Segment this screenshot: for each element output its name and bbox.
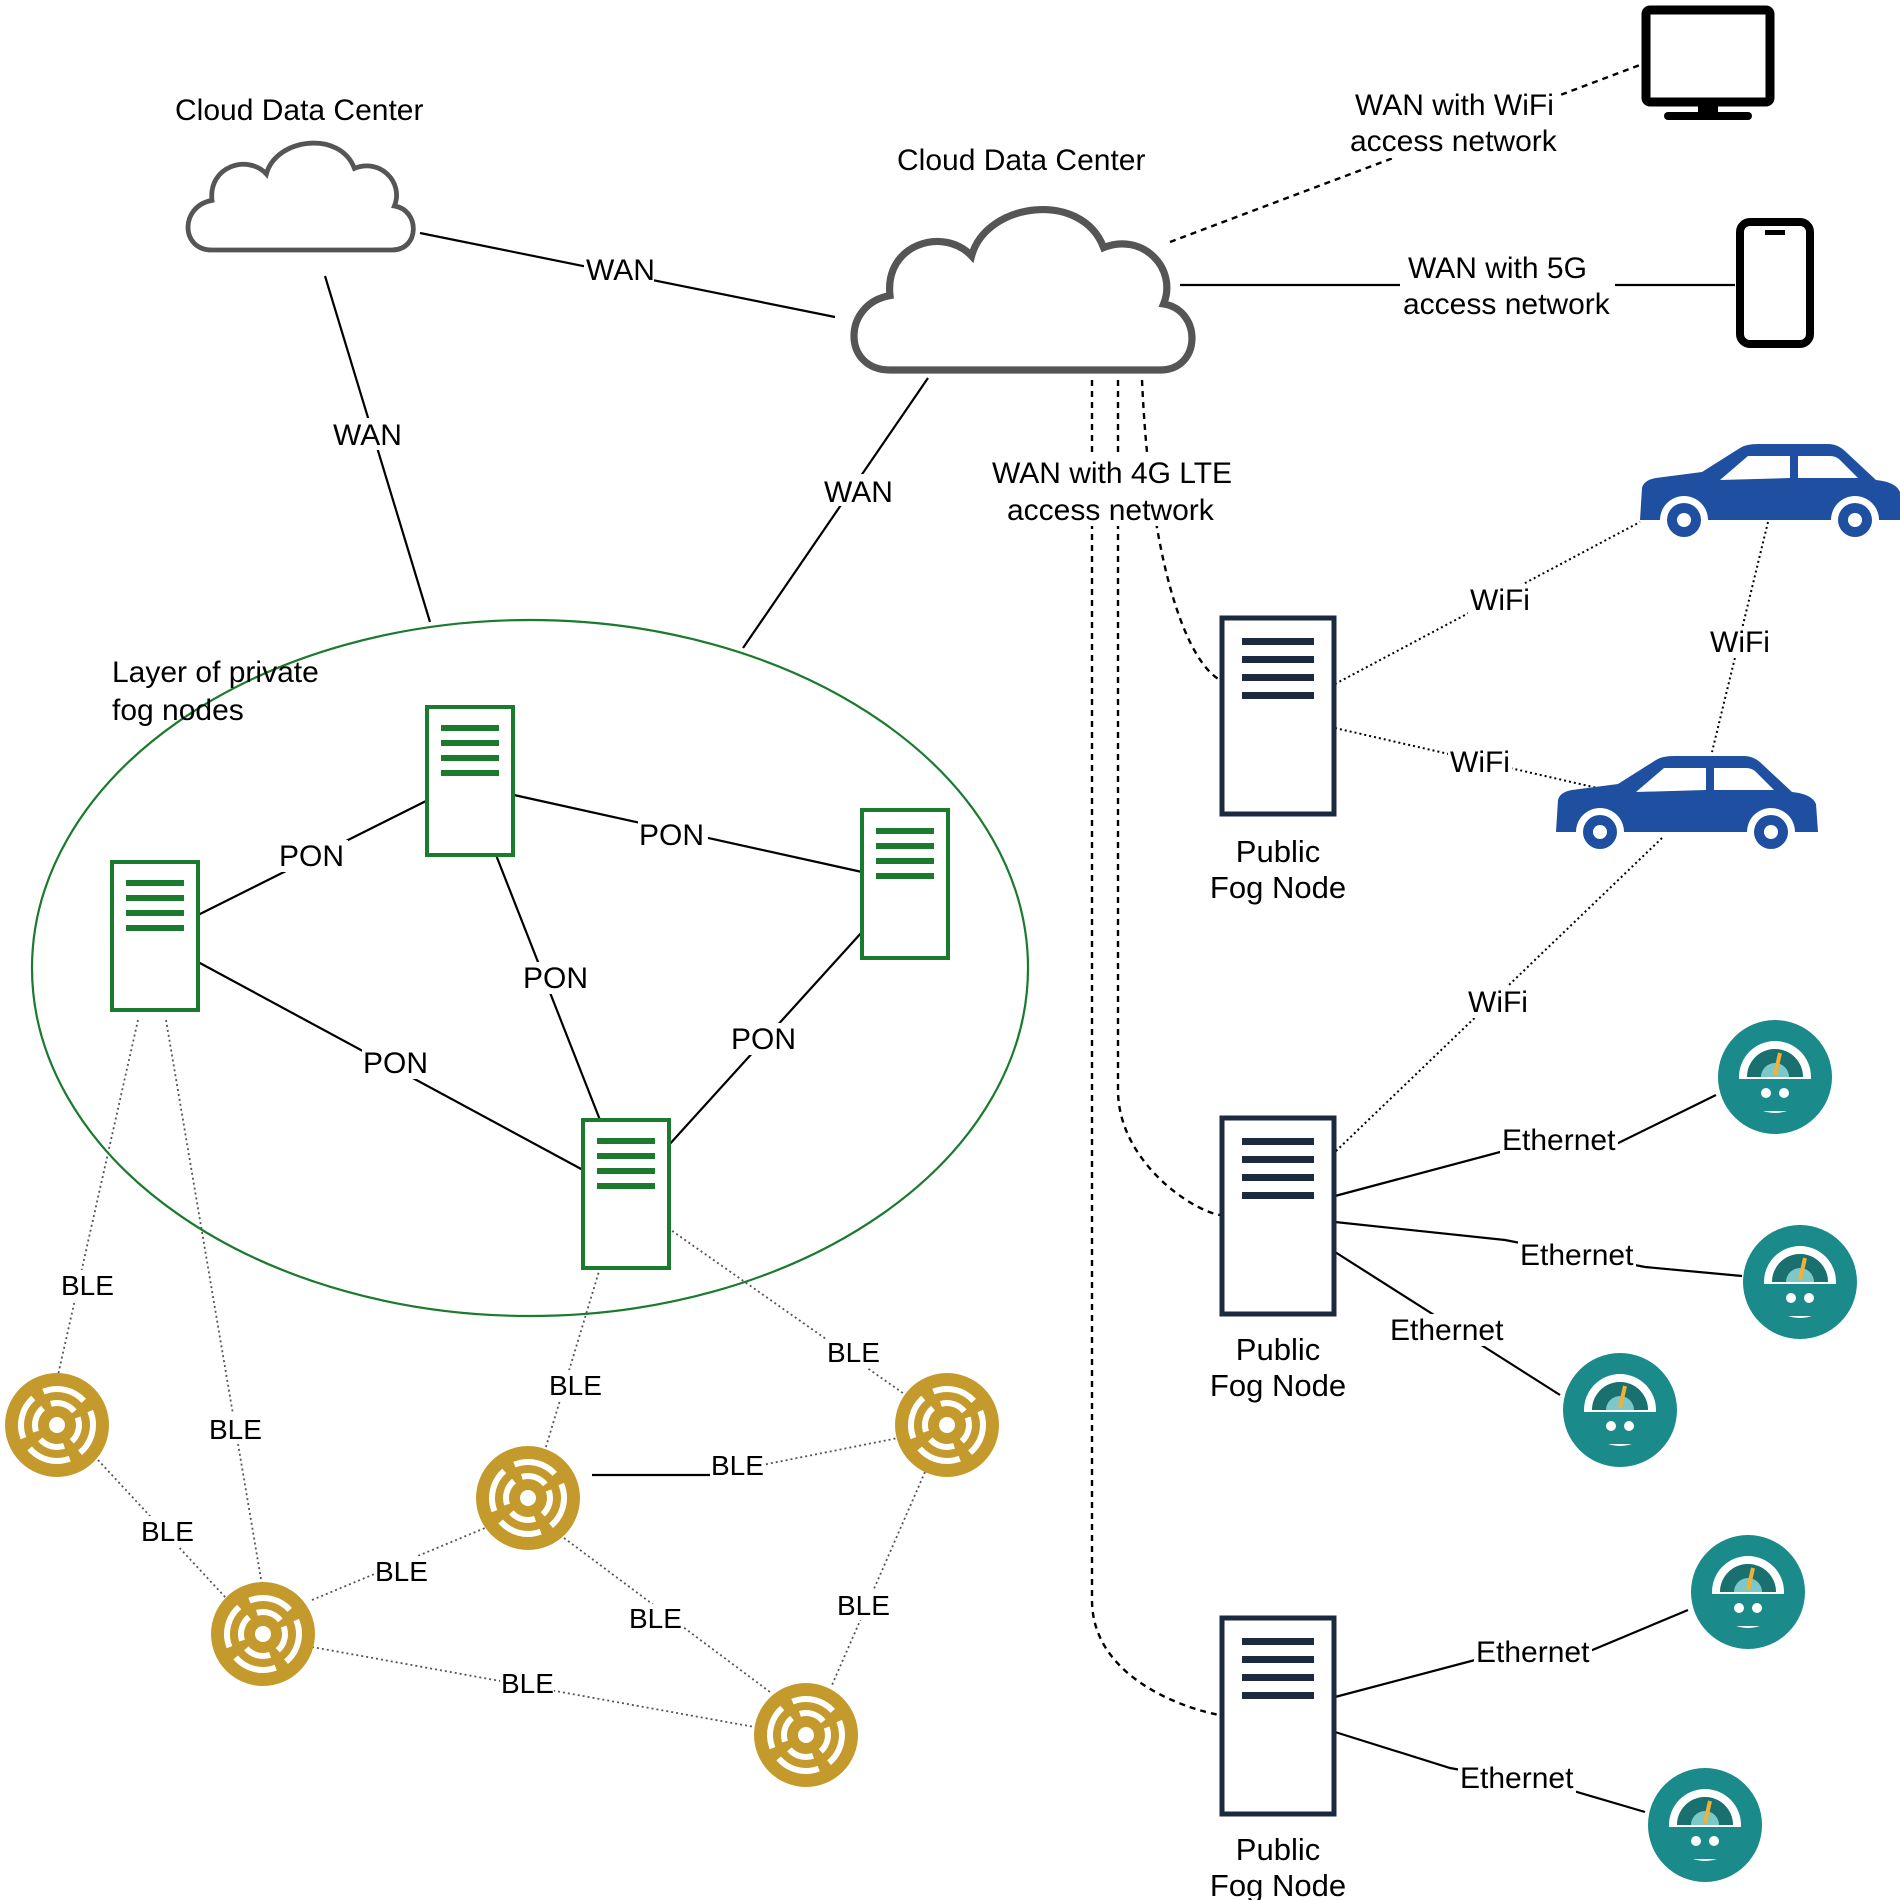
ble-link-3: [97, 1459, 227, 1599]
lte-access-label: access network: [1007, 494, 1215, 527]
public-fog-node-label: Public: [1236, 834, 1320, 869]
public-fog-node-label: Fog Node: [1210, 1368, 1346, 1403]
public-fog-node-server-icon[interactable]: [1222, 1618, 1334, 1814]
wifi-label: WiFi: [1470, 584, 1530, 617]
public-fog-node-server-icon[interactable]: [1222, 618, 1334, 814]
pon-label: PON: [731, 1023, 796, 1056]
ethernet-label: Ethernet: [1520, 1239, 1634, 1272]
private-fog-node-server-icon[interactable]: [860, 808, 950, 960]
cloud-icon[interactable]: [854, 210, 1192, 370]
ble-label: BLE: [837, 1590, 890, 1621]
private-fog-node-server-icon[interactable]: [110, 860, 200, 1012]
monitor-icon[interactable]: [1641, 5, 1775, 120]
smartphone-icon[interactable]: [1736, 218, 1814, 348]
public-fog-node-server-icon[interactable]: [1222, 1118, 1334, 1314]
lte-access-label: WAN with 4G LTE: [992, 457, 1232, 490]
fiveg-access-label: WAN with 5G: [1408, 252, 1587, 285]
cloud-data-center-label: Cloud Data Center: [175, 94, 423, 127]
gauge-sensor-icon[interactable]: [1561, 1351, 1679, 1469]
public-fog-node-label: Fog Node: [1210, 870, 1346, 905]
ble-beacon-icon[interactable]: [754, 1683, 858, 1787]
pon-label: PON: [363, 1047, 428, 1080]
gauge-sensor-icon[interactable]: [1689, 1533, 1807, 1651]
wifi-access-label: WAN with WiFi: [1355, 89, 1554, 122]
gauge-sensor-icon[interactable]: [1646, 1766, 1764, 1884]
wifi-access-label: access network: [1350, 125, 1558, 158]
ble-label: BLE: [209, 1414, 262, 1445]
ble-label: BLE: [61, 1270, 114, 1301]
ble-link-2: [165, 1019, 263, 1586]
public-fog-node-label: Public: [1236, 1332, 1320, 1367]
public-fog-node-label: Fog Node: [1210, 1868, 1346, 1900]
ble-label: BLE: [141, 1516, 194, 1547]
private-fog-node-server-icon[interactable]: [425, 705, 515, 857]
ble-beacon-icon[interactable]: [895, 1373, 999, 1477]
ble-beacon-icon[interactable]: [5, 1373, 109, 1477]
ethernet-label: Ethernet: [1390, 1314, 1504, 1347]
wan-label: WAN: [586, 254, 655, 287]
pon-label: PON: [523, 962, 588, 995]
ethernet-label: Ethernet: [1502, 1124, 1616, 1157]
wifi-label: WiFi: [1450, 746, 1510, 779]
ble-link-4: [544, 1267, 601, 1451]
lte-link-node3: [1090, 380, 1221, 1717]
ethernet-label: Ethernet: [1460, 1762, 1574, 1795]
gauge-sensor-icon[interactable]: [1741, 1223, 1859, 1341]
ble-label: BLE: [629, 1603, 682, 1634]
gauge-sensor-icon[interactable]: [1716, 1018, 1834, 1136]
wan-label: WAN: [824, 476, 893, 509]
ethernet-label: Ethernet: [1476, 1636, 1590, 1669]
wifi-label: WiFi: [1468, 986, 1528, 1019]
wan-link-right-cloud-to-layer: [742, 377, 929, 649]
lte-link-node1: [1140, 379, 1221, 682]
private-fog-layer-label: Layer of private: [112, 656, 319, 689]
ble-label: BLE: [711, 1450, 764, 1481]
wan-label: WAN: [333, 419, 402, 452]
car-icon[interactable]: [1640, 444, 1900, 544]
ble-link-9: [831, 1471, 926, 1686]
pon-label: PON: [279, 840, 344, 873]
public-fog-node-label: Public: [1236, 1832, 1320, 1867]
cloud-data-center-label: Cloud Data Center: [897, 144, 1145, 177]
wifi-label: WiFi: [1710, 626, 1770, 659]
ble-label: BLE: [549, 1370, 602, 1401]
wifi-access-link: [1169, 63, 1641, 244]
ble-link-5: [667, 1227, 911, 1399]
ble-label: BLE: [375, 1556, 428, 1587]
pon-label: PON: [639, 819, 704, 852]
private-fog-layer-label-2: fog nodes: [112, 694, 244, 727]
private-fog-layer-boundary: [30, 618, 1030, 1318]
fiveg-access-label: access network: [1403, 288, 1611, 321]
ble-link-7: [311, 1527, 486, 1601]
ble-beacon-icon[interactable]: [211, 1582, 315, 1686]
ble-link-1: [57, 1019, 139, 1376]
ble-label: BLE: [501, 1668, 554, 1699]
ble-beacon-icon[interactable]: [476, 1446, 580, 1550]
private-fog-node-server-icon[interactable]: [581, 1118, 671, 1270]
ble-link-10: [311, 1646, 761, 1729]
car-icon[interactable]: [1556, 756, 1818, 856]
cloud-icon[interactable]: [188, 143, 413, 250]
ble-label: BLE: [827, 1337, 880, 1368]
link-labels: WAN WAN WAN WAN with WiFi access network…: [60, 86, 1772, 1795]
